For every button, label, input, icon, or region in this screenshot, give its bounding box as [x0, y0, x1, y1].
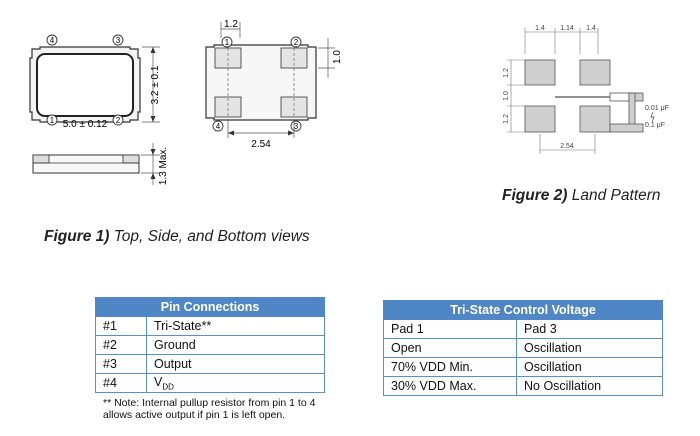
lp-dim-left-2: 1.0 [503, 91, 510, 101]
pin-function: Tri-State** [146, 316, 325, 336]
top-pin4-label: 4 [50, 36, 55, 45]
table-row: #3 Output [95, 354, 325, 374]
figure1-drawing: 4 3 1 2 5.0 ± 0.12 3.2 ± 0.1 1.3 Max. 1.… [29, 19, 343, 185]
pad3-cell: Oscillation [516, 357, 663, 377]
pin-function: VDD [146, 373, 325, 393]
pin-note: ** Note: Internal pullup resistor from p… [103, 397, 315, 421]
vdd-subscript: DD [162, 382, 174, 392]
bottom-view: 1.2 1 2 4 3 1.0 2.54 [205, 19, 343, 150]
top-pin2-label: 2 [116, 116, 121, 125]
table-row: 30% VDD Max. No Oscillation [383, 376, 663, 396]
top-pin3-label: 3 [116, 36, 121, 45]
table-row: 70% VDD Min. Oscillation [383, 357, 663, 377]
lp-dim-top-mid: 1.14 [560, 25, 574, 32]
lp-cap-1: 0.01 μF [645, 105, 669, 112]
pin-number: #1 [95, 316, 147, 336]
pin-function: Output [146, 354, 325, 374]
top-view: 4 3 1 2 5.0 ± 0.12 3.2 ± 0.1 [29, 34, 161, 130]
table-row: #2 Ground [95, 335, 325, 355]
pad1-cell: 70% VDD Min. [383, 357, 517, 377]
vdd-main: V [154, 374, 163, 389]
bottom-pin4-label: 4 [216, 122, 221, 131]
pin-number: #3 [95, 354, 147, 374]
bottom-pad-width-dimension: 1.2 [224, 19, 238, 30]
bottom-pad-height-dimension: 1.0 [332, 50, 343, 64]
pin-connections-title: Pin Connections [95, 297, 325, 317]
lp-dim-bottom: 2.54 [560, 143, 574, 150]
land-pattern-drawing: 1.4 1.14 1.4 1.2 1.0 1.2 0.01 μF 0.1 μF … [503, 25, 669, 154]
figure2-caption-label: Figure 2) [502, 187, 568, 204]
bottom-pin2-label: 2 [294, 38, 299, 47]
pin-note-line2: allows active output if pin 1 is left op… [103, 409, 286, 421]
table-row: #1 Tri-State** [95, 316, 325, 336]
pin-function: Ground [146, 335, 325, 355]
table-row: #4 VDD [95, 373, 325, 393]
side-height-dimension: 1.3 Max. [158, 147, 169, 185]
pad3-cell: Oscillation [516, 338, 663, 358]
pad1-cell: Open [383, 338, 517, 358]
bottom-pin1-label: 1 [225, 38, 230, 47]
figure1-caption-label: Figure 1) [44, 228, 110, 245]
pin-number: #2 [95, 335, 147, 355]
lp-cap-2: 0.1 μF [645, 122, 665, 129]
pad1-cell: Pad 1 [383, 319, 517, 339]
pin-note-line1: ** Note: Internal pullup resistor from p… [103, 397, 316, 409]
width-dimension: 5.0 ± 0.12 [63, 119, 108, 130]
pad3-cell: No Oscillation [516, 376, 663, 396]
pin-number: #4 [95, 373, 147, 393]
lp-dim-top-right: 1.4 [586, 25, 596, 32]
top-pin1-label: 1 [50, 116, 55, 125]
table-row: Pad 1 Pad 3 [383, 319, 663, 339]
bottom-pitch-dimension: 2.54 [251, 139, 271, 150]
figure1-caption: Figure 1) Top, Side, and Bottom views [44, 228, 310, 246]
side-view: 1.3 Max. [32, 143, 169, 185]
figure2-caption-text: Land Pattern [571, 187, 661, 204]
pad3-cell: Pad 3 [516, 319, 663, 339]
tristate-title: Tri-State Control Voltage [383, 300, 663, 320]
bottom-pin3-label: 3 [294, 122, 299, 131]
tristate-control-table: Tri-State Control Voltage Pad 1 Pad 3 Op… [383, 300, 663, 396]
pin-connections-table: Pin Connections #1 Tri-State** #2 Ground… [95, 297, 325, 393]
lp-dim-top-left: 1.4 [535, 25, 545, 32]
figure2-caption: Figure 2) Land Pattern [502, 187, 661, 205]
lp-dim-left-3: 1.2 [503, 114, 510, 124]
pad1-cell: 30% VDD Max. [383, 376, 517, 396]
height-dimension: 3.2 ± 0.1 [150, 65, 161, 104]
lp-dim-left-1: 1.2 [503, 68, 510, 78]
table-row: Open Oscillation [383, 338, 663, 358]
figure1-caption-text: Top, Side, and Bottom views [113, 228, 310, 245]
